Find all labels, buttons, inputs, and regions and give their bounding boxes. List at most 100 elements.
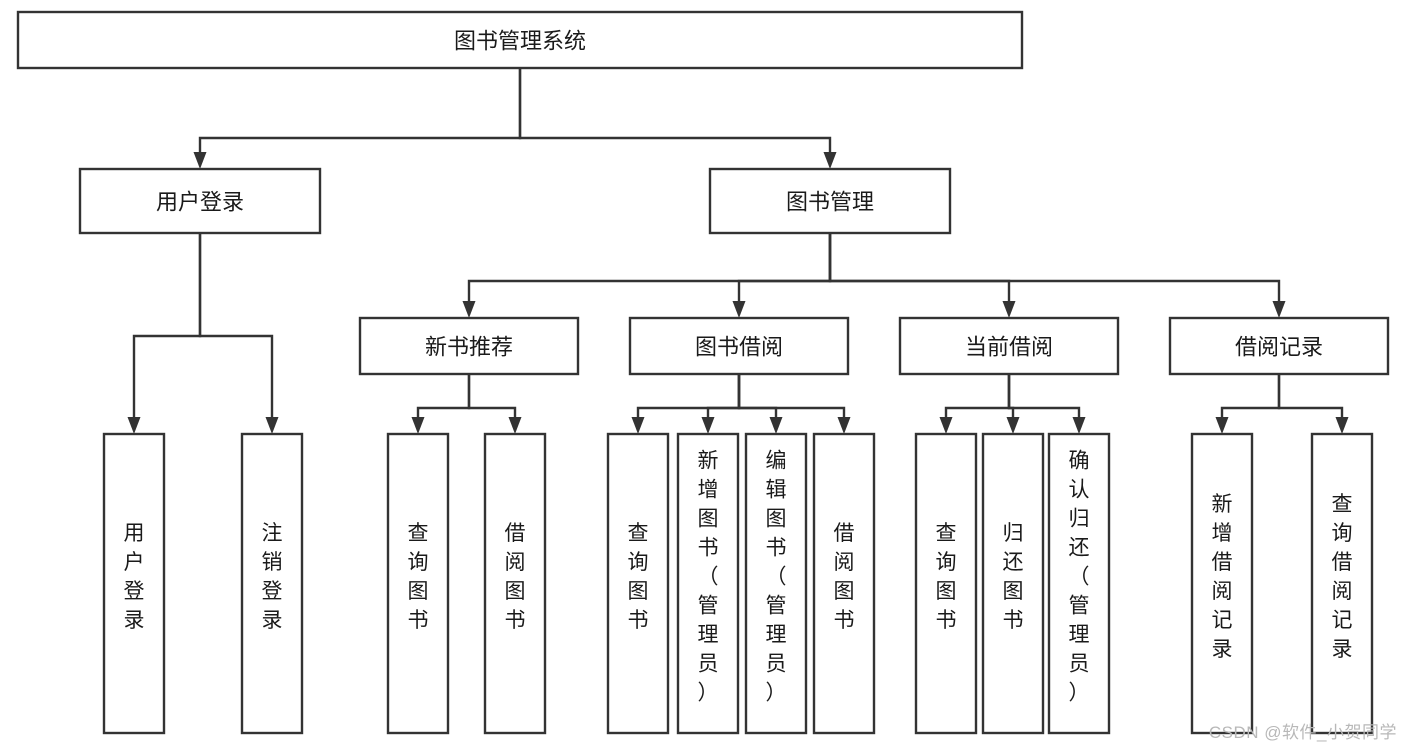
connector-line xyxy=(198,68,522,152)
node-box xyxy=(628,316,850,376)
node-box xyxy=(240,432,304,735)
node-box xyxy=(812,432,876,735)
node-leaf-return-book[interactable]: 归还图书 xyxy=(981,432,1045,735)
node-box xyxy=(898,316,1120,376)
node-leaf-query-record[interactable]: 查询借阅记录 xyxy=(1310,432,1374,735)
connector-line xyxy=(737,374,846,417)
node-root[interactable]: 图书管理系统 xyxy=(16,10,1024,70)
node-leaf-query-book-1[interactable]: 查询图书 xyxy=(386,432,450,735)
connector-layer xyxy=(127,68,1349,434)
connector-line xyxy=(518,68,832,152)
connector-line xyxy=(416,374,471,417)
node-book-manage[interactable]: 图书管理 xyxy=(708,167,952,235)
arrow-head-icon xyxy=(837,417,851,434)
node-leaf-query-book-3[interactable]: 查询图书 xyxy=(914,432,978,735)
node-leaf-borrow-book-2[interactable]: 借阅图书 xyxy=(812,432,876,735)
arrow-head-icon xyxy=(701,417,715,434)
arrow-head-icon xyxy=(1002,301,1016,318)
node-label: 当前借阅 xyxy=(965,335,1053,360)
node-label: 查询借阅记录 xyxy=(1332,493,1353,661)
connector-current-borrow-to-leaf-confirm-return xyxy=(1007,374,1086,434)
node-label: 确认归还（管理员） xyxy=(1069,450,1090,705)
node-box xyxy=(1047,432,1111,735)
node-label: 图书管理 xyxy=(786,190,874,215)
connector-line xyxy=(737,374,778,417)
node-box xyxy=(708,167,952,235)
node-label: 图书借阅 xyxy=(695,335,783,360)
connector-book-borrow-to-leaf-borrow-book-2 xyxy=(737,374,851,434)
node-label: 新书推荐 xyxy=(425,335,513,360)
connector-book-manage-to-new-book-rec xyxy=(462,233,832,318)
node-current-borrow[interactable]: 当前借阅 xyxy=(898,316,1120,376)
arrow-head-icon xyxy=(508,417,522,434)
connector-line xyxy=(198,233,274,417)
connector-book-manage-to-current-borrow xyxy=(828,233,1016,318)
connector-book-manage-to-borrow-record xyxy=(828,233,1286,318)
node-label: 查询图书 xyxy=(628,522,649,632)
arrow-head-icon xyxy=(1072,417,1086,434)
connector-line xyxy=(828,233,1011,301)
node-box xyxy=(1190,432,1254,735)
node-box xyxy=(102,432,166,735)
arrow-head-icon xyxy=(1215,417,1229,434)
node-user-login[interactable]: 用户登录 xyxy=(78,167,322,235)
connector-current-borrow-to-leaf-query-book-3 xyxy=(939,374,1011,434)
connector-line xyxy=(944,374,1011,417)
connector-user-login-to-leaf-user-login xyxy=(127,233,202,434)
connector-user-login-to-leaf-logout xyxy=(198,233,279,434)
connector-book-borrow-to-leaf-edit-book xyxy=(737,374,783,434)
arrow-head-icon xyxy=(631,417,645,434)
node-leaf-add-record[interactable]: 新增借阅记录 xyxy=(1190,432,1254,735)
node-new-book-rec[interactable]: 新书推荐 xyxy=(358,316,580,376)
connector-line xyxy=(706,374,741,417)
node-box xyxy=(386,432,450,735)
connector-new-book-rec-to-leaf-borrow-book-1 xyxy=(467,374,522,434)
node-leaf-logout[interactable]: 注销登录 xyxy=(240,432,304,735)
node-box xyxy=(78,167,322,235)
node-box xyxy=(914,432,978,735)
node-label: 借阅记录 xyxy=(1235,335,1323,360)
connector-root-to-user-login xyxy=(193,68,522,169)
node-label: 新增图书（管理员） xyxy=(698,450,719,705)
node-borrow-record[interactable]: 借阅记录 xyxy=(1168,316,1390,376)
node-book-borrow[interactable]: 图书借阅 xyxy=(628,316,850,376)
node-leaf-edit-book[interactable]: 编辑图书（管理员） xyxy=(744,432,808,735)
node-leaf-query-book-2[interactable]: 查询图书 xyxy=(606,432,670,735)
node-leaf-add-book[interactable]: 新增图书（管理员） xyxy=(676,432,740,735)
node-box xyxy=(606,432,670,735)
connector-book-borrow-to-leaf-query-book-2 xyxy=(631,374,741,434)
node-box xyxy=(1310,432,1374,735)
arrow-head-icon xyxy=(462,301,476,318)
node-label: 借阅图书 xyxy=(505,522,526,632)
connector-book-borrow-to-leaf-add-book xyxy=(701,374,741,434)
arrow-head-icon xyxy=(127,417,141,434)
arrow-head-icon xyxy=(1272,301,1286,318)
node-box xyxy=(483,432,547,735)
arrow-head-icon xyxy=(732,301,746,318)
node-leaf-user-login[interactable]: 用户登录 xyxy=(102,432,166,735)
arrow-head-icon xyxy=(411,417,425,434)
node-leaf-borrow-book-1[interactable]: 借阅图书 xyxy=(483,432,547,735)
node-leaf-confirm-return[interactable]: 确认归还（管理员） xyxy=(1047,432,1111,735)
connector-line xyxy=(467,374,517,417)
node-label: 用户登录 xyxy=(124,522,145,632)
node-layer: 图书管理系统用户登录图书管理新书推荐图书借阅当前借阅借阅记录用户登录注销登录查询… xyxy=(16,10,1390,735)
node-box xyxy=(676,432,740,735)
node-label: 图书管理系统 xyxy=(454,29,586,54)
connector-line xyxy=(132,233,202,417)
node-box xyxy=(981,432,1045,735)
node-label: 借阅图书 xyxy=(834,522,855,632)
connector-root-to-book-manage xyxy=(518,68,837,169)
connector-line xyxy=(828,233,1281,301)
node-box xyxy=(16,10,1024,70)
node-box xyxy=(744,432,808,735)
arrow-head-icon xyxy=(769,417,783,434)
node-label: 归还图书 xyxy=(1003,522,1024,632)
connector-book-manage-to-book-borrow xyxy=(732,233,832,318)
node-box xyxy=(358,316,580,376)
arrow-head-icon xyxy=(1006,417,1020,434)
connector-line xyxy=(1220,374,1281,417)
arrow-head-icon xyxy=(193,152,207,169)
node-label: 查询图书 xyxy=(936,522,957,632)
